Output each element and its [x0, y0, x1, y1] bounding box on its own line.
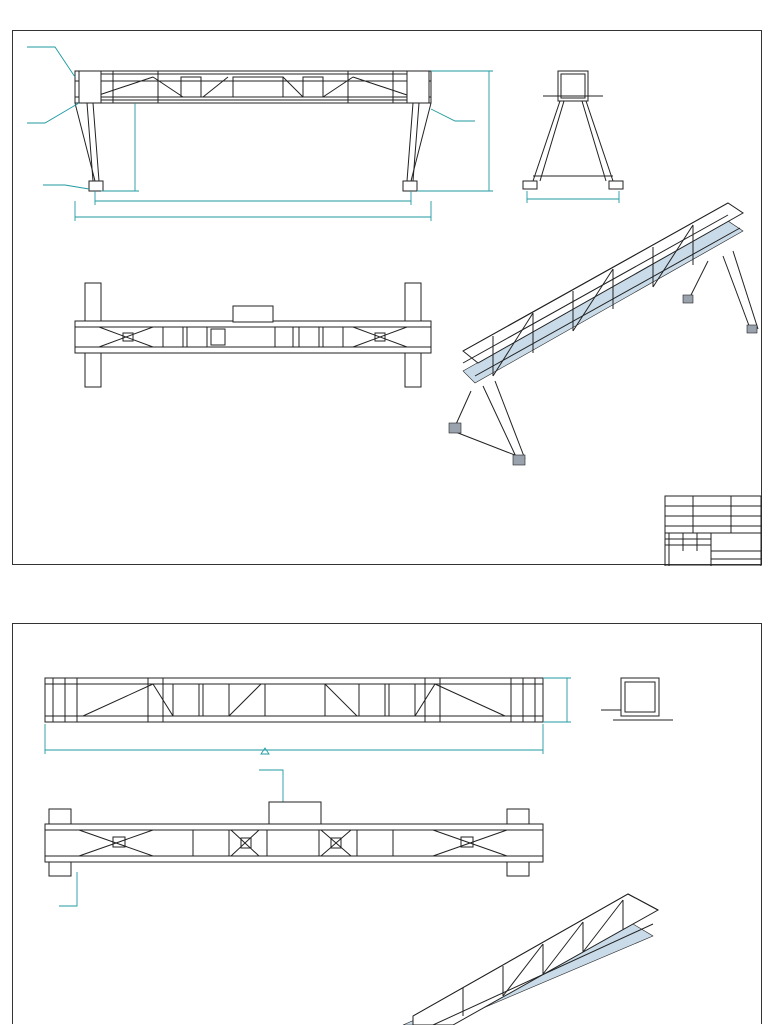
top-view — [74, 282, 432, 388]
drawing-sheet-1 — [12, 30, 762, 566]
side-view — [601, 677, 673, 721]
front-view-dimensions — [27, 46, 493, 221]
sheet-2-canvas — [44, 677, 673, 1025]
front-view — [74, 70, 432, 192]
top-view — [44, 801, 544, 877]
isometric-view — [402, 893, 660, 1025]
side-view-dimensions — [526, 191, 620, 203]
drawing-sheet-2 — [12, 623, 762, 1025]
title-block — [664, 495, 762, 566]
sheet-1-canvas — [27, 46, 762, 566]
triangle-icon — [260, 747, 270, 755]
side-view — [522, 70, 624, 190]
isometric-view — [448, 202, 759, 466]
front-view-dimensions — [44, 677, 571, 907]
front-view — [44, 677, 544, 723]
